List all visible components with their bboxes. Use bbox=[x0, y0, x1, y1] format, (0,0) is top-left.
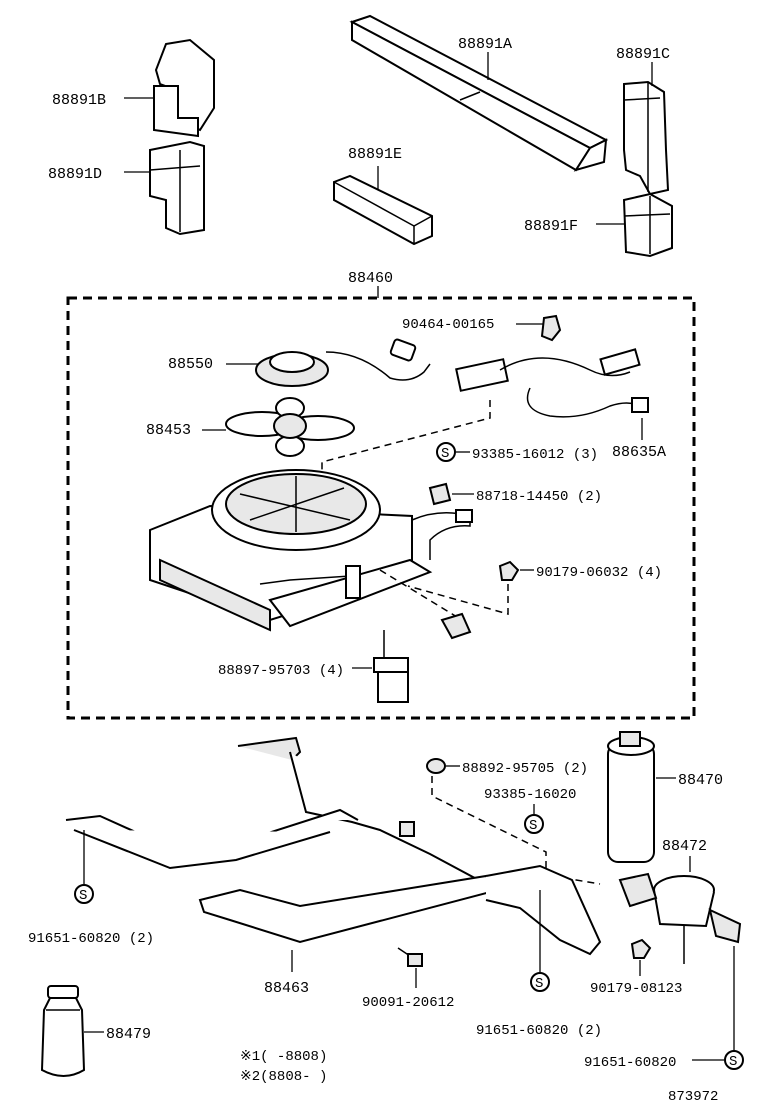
label-91651-right: 91651-60820 bbox=[584, 1055, 676, 1071]
s-mark-91651-mid: S bbox=[530, 972, 550, 992]
label-91651-mid: 91651-60820 (2) bbox=[476, 1023, 602, 1039]
label-90179-06032: 90179-06032 (4) bbox=[536, 565, 662, 581]
s-mark-text: S bbox=[441, 446, 449, 462]
mount-bracket bbox=[440, 612, 472, 640]
insulator-88891C bbox=[623, 62, 670, 196]
label-88718: 88718-14450 (2) bbox=[476, 489, 602, 505]
label-88897: 88897-95703 (4) bbox=[218, 663, 344, 679]
label-88550: 88550 bbox=[168, 356, 213, 373]
label-88891E: 88891E bbox=[348, 146, 402, 163]
condenser-unit bbox=[149, 469, 473, 632]
wire-harness-88635A bbox=[321, 348, 649, 490]
s-mark-text: S bbox=[729, 1054, 737, 1070]
clamp-90464 bbox=[540, 314, 562, 342]
nut-90179-08123 bbox=[630, 938, 652, 959]
label-93385-16012: 93385-16012 (3) bbox=[472, 447, 598, 463]
clip-88718 bbox=[428, 482, 452, 506]
label-88891A: 88891A bbox=[458, 36, 512, 53]
s-mark-91651-right: S bbox=[724, 1050, 744, 1070]
label-90179-08123: 90179-08123 bbox=[590, 981, 682, 997]
s-mark-text: S bbox=[535, 976, 543, 992]
assembly-88460-frame bbox=[66, 296, 696, 720]
label-93385-16020: 93385-16020 bbox=[484, 787, 576, 803]
label-88470: 88470 bbox=[678, 772, 723, 789]
receiver-bracket-88472 bbox=[618, 872, 742, 964]
s-mark-91651-left: S bbox=[74, 884, 94, 904]
receiver-dryer-88470 bbox=[607, 731, 655, 863]
label-88453: 88453 bbox=[146, 422, 191, 439]
grommet-88892 bbox=[426, 758, 446, 774]
fan-motor-88550 bbox=[255, 338, 431, 387]
label-88891C: 88891C bbox=[616, 46, 670, 63]
label-88463: 88463 bbox=[264, 980, 309, 997]
note-1: ※1( -8808) bbox=[240, 1049, 327, 1065]
label-88460: 88460 bbox=[348, 270, 393, 287]
label-88891F: 88891F bbox=[524, 218, 578, 235]
mounting-frame-88463 bbox=[65, 736, 602, 956]
s-mark-text: S bbox=[529, 818, 537, 834]
insulator-88891B bbox=[124, 38, 215, 138]
bolt-90091 bbox=[397, 947, 423, 967]
s-mark-93385-16012: S bbox=[436, 442, 456, 462]
insulator-88891A bbox=[349, 14, 609, 172]
label-88892: 88892-95705 (2) bbox=[462, 761, 588, 777]
label-90091: 90091-20612 bbox=[362, 995, 454, 1011]
label-88891B: 88891B bbox=[52, 92, 106, 109]
diagram-number: 873972 bbox=[668, 1089, 718, 1105]
insulator-88891E bbox=[333, 166, 433, 246]
hose-boot-88479 bbox=[40, 985, 86, 1077]
label-90464: 90464-00165 bbox=[402, 317, 494, 333]
label-88472: 88472 bbox=[662, 838, 707, 855]
s-mark-text: S bbox=[79, 888, 87, 904]
note-2: ※2(8808- ) bbox=[240, 1069, 327, 1085]
label-91651-left: 91651-60820 (2) bbox=[28, 931, 154, 947]
label-88479: 88479 bbox=[106, 1026, 151, 1043]
insulator-88891D bbox=[124, 140, 205, 236]
insulator-88891F bbox=[596, 192, 673, 258]
label-88891D: 88891D bbox=[48, 166, 102, 183]
nut-90179-06032 bbox=[498, 560, 520, 581]
label-88635A: 88635A bbox=[612, 444, 666, 461]
mount-bolt-88897 bbox=[373, 630, 409, 703]
s-mark-93385-16020: S bbox=[524, 814, 544, 834]
fan-blade-88453 bbox=[225, 397, 355, 457]
